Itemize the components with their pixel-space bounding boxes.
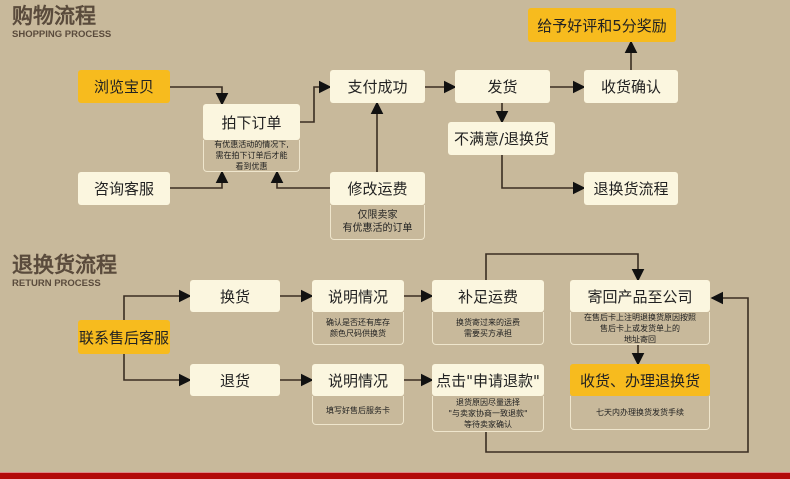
modify-note: 仅限卖家 有优惠活的订单 — [330, 205, 425, 240]
topup-step: 补足运费 — [432, 280, 544, 312]
order-note: 有优惠活动的情况下, 需在拍下订单后才能 看到优惠 — [203, 140, 300, 172]
explain-step-2: 说明情况 — [312, 364, 404, 396]
review-step: 给予好评和5分奖励 — [528, 8, 676, 42]
sendback-note: 在售后卡上注明退换货原因按照 售后卡上或发货单上的 地址寄回 — [570, 312, 710, 345]
footer-band — [0, 472, 790, 479]
sendback-step: 寄回产品至公司 — [570, 280, 710, 312]
shopping-title: 购物流程 — [12, 4, 96, 28]
receive-step: 收货、办理退换货 — [570, 364, 710, 396]
topup-note: 换货寄过来的运费 需要买方承担 — [432, 312, 544, 345]
explain-note-2: 填写好售后服务卡 — [312, 396, 404, 425]
consult-step: 咨询客服 — [78, 172, 170, 205]
receive-note: 七天内办理换货发货手续 — [570, 396, 710, 430]
confirm-step: 收货确认 — [584, 70, 678, 103]
explain-step-1: 说明情况 — [312, 280, 404, 312]
browse-step: 浏览宝贝 — [78, 70, 170, 103]
ship-step: 发货 — [455, 70, 550, 103]
modify-shipping-step: 修改运费 — [330, 172, 425, 205]
contact-step: 联系售后客服 — [78, 320, 170, 354]
return-flow-step: 退换货流程 — [584, 172, 678, 205]
order-step: 拍下订单 — [203, 104, 300, 140]
returns-title: 退换货流程 — [12, 253, 117, 277]
paid-step: 支付成功 — [330, 70, 425, 103]
unsatisfied-step: 不满意/退换货 — [448, 122, 555, 155]
returns-subtitle: RETURN PROCESS — [12, 278, 101, 289]
apply-refund-note: 退货原因尽量选择 "与卖家协商一致退款" 等待卖家确认 — [432, 396, 544, 432]
exchange-step: 换货 — [190, 280, 280, 312]
apply-refund-step: 点击"申请退款" — [432, 364, 544, 396]
shopping-subtitle: SHOPPING PROCESS — [12, 29, 112, 40]
refund-step: 退货 — [190, 364, 280, 396]
explain-note-1: 确认是否还有库存 颜色尺码供换货 — [312, 312, 404, 345]
